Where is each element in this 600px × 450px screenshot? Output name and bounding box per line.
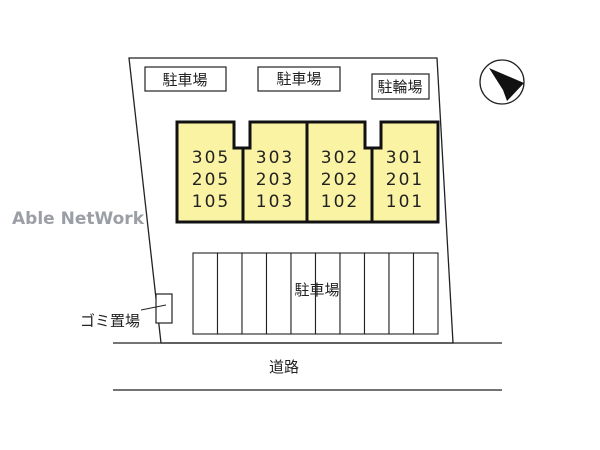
- garbage-leader-line: [140, 304, 167, 311]
- parking-stall: [192, 252, 219, 335]
- parking-stall: [412, 252, 439, 335]
- room-number: 303: [256, 148, 294, 168]
- room-number: 101: [386, 192, 424, 212]
- building: [175, 120, 440, 224]
- room-number: 302: [321, 148, 359, 168]
- road-label: 道路: [269, 358, 299, 376]
- bicycle-parking-label: 駐輪場: [371, 73, 430, 100]
- parking-label-top-left: 駐車場: [144, 66, 227, 92]
- north-arrow-icon: [479, 59, 525, 105]
- parking-stall: [388, 252, 415, 335]
- parking-stall: [339, 252, 366, 335]
- parking-stall: [241, 252, 268, 335]
- room-number: 102: [321, 192, 359, 212]
- parking-label-top-center: 駐車場: [257, 66, 341, 92]
- room-number: 301: [386, 148, 424, 168]
- parking-label-text: 駐車場: [162, 71, 207, 89]
- parking-label-bottom: 駐車場: [294, 281, 339, 299]
- bicycle-parking-text: 駐輪場: [377, 78, 422, 96]
- room-number: 105: [192, 192, 230, 212]
- room-number: 201: [386, 170, 424, 190]
- watermark: Able NetWork: [12, 209, 145, 229]
- parking-stall: [216, 252, 243, 335]
- parking-lot: [192, 252, 439, 335]
- parking-stall: [290, 252, 317, 335]
- room-number: 202: [321, 170, 359, 190]
- room-number: 205: [192, 170, 230, 190]
- parking-label-text: 駐車場: [276, 70, 321, 88]
- room-number: 203: [256, 170, 294, 190]
- parking-stall: [363, 252, 390, 335]
- garbage-area-label: ゴミ置場: [80, 312, 140, 330]
- room-number: 103: [256, 192, 294, 212]
- room-number: 305: [192, 148, 230, 168]
- garbage-box: [155, 293, 173, 324]
- parking-stall: [265, 252, 292, 335]
